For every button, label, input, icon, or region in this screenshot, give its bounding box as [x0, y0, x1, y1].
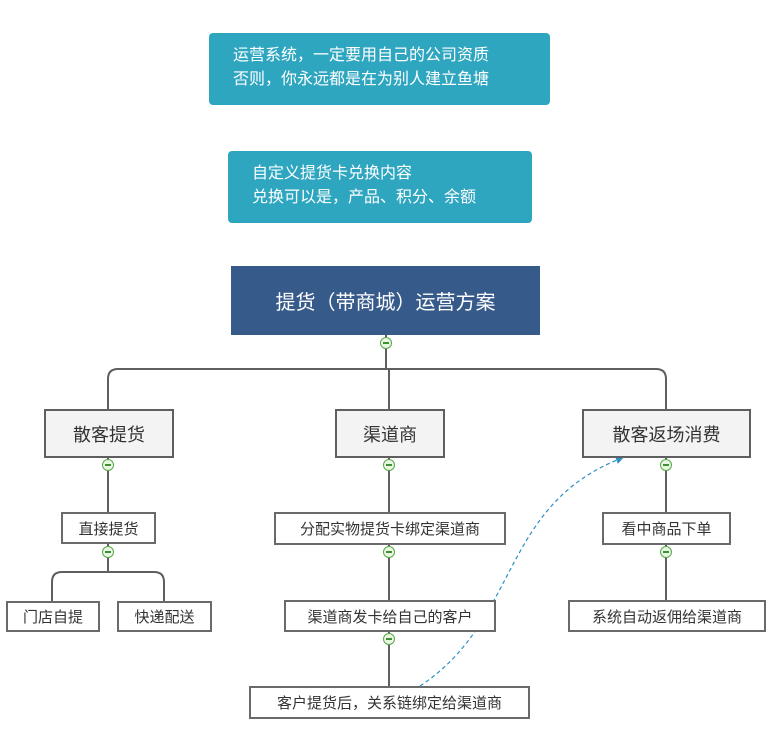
callout-second: 自定义提货卡兑换内容 兑换可以是，产品、积分、余额	[228, 151, 532, 223]
node-kanzhong-xiadan[interactable]: 看中商品下单	[602, 512, 731, 545]
collapse-toggle-icon[interactable]	[383, 546, 395, 558]
node-guanxilian-bangding[interactable]: 客户提货后，关系链绑定给渠道商	[249, 686, 530, 719]
grandchildren-bar	[51, 571, 165, 601]
node-fenpei-tihuoka[interactable]: 分配实物提货卡绑定渠道商	[274, 512, 506, 545]
dashed-relation-arrow	[419, 456, 624, 687]
callout-second-line1: 自定义提货卡兑换内容	[252, 163, 413, 182]
collapse-toggle-icon[interactable]	[660, 546, 672, 558]
node-qudaoshang-fake[interactable]: 渠道商发卡给自己的客户	[284, 600, 496, 632]
callout-top-line2: 否则，你永远都是在为别人建立鱼塘	[233, 69, 490, 88]
node-zidong-fanyong[interactable]: 系统自动返佣给渠道商	[568, 600, 766, 632]
collapse-toggle-icon[interactable]	[660, 459, 672, 471]
node-kuaidi-peisong[interactable]: 快递配送	[117, 601, 212, 632]
collapse-toggle-icon[interactable]	[102, 459, 114, 471]
collapse-toggle-icon[interactable]	[102, 546, 114, 558]
node-zhijie-tihuo[interactable]: 直接提货	[61, 512, 156, 544]
branch-node-sanke-tihuo[interactable]: 散客提货	[44, 409, 174, 458]
callout-second-line2: 兑换可以是，产品、积分、余额	[252, 187, 477, 206]
level1-bar	[107, 368, 667, 409]
branch-node-sanke-fanchang[interactable]: 散客返场消费	[582, 409, 751, 458]
root-node[interactable]: 提货（带商城）运营方案	[231, 266, 540, 335]
collapse-toggle-icon[interactable]	[380, 337, 392, 349]
branch-node-qudaoshang[interactable]: 渠道商	[335, 409, 445, 458]
collapse-toggle-icon[interactable]	[383, 633, 395, 645]
callout-top-line1: 运营系统，一定要用自己的公司资质	[233, 45, 490, 64]
node-mendian-ziti[interactable]: 门店自提	[6, 601, 100, 632]
callout-top: 运营系统，一定要用自己的公司资质 否则，你永远都是在为别人建立鱼塘	[209, 33, 550, 105]
collapse-toggle-icon[interactable]	[383, 459, 395, 471]
